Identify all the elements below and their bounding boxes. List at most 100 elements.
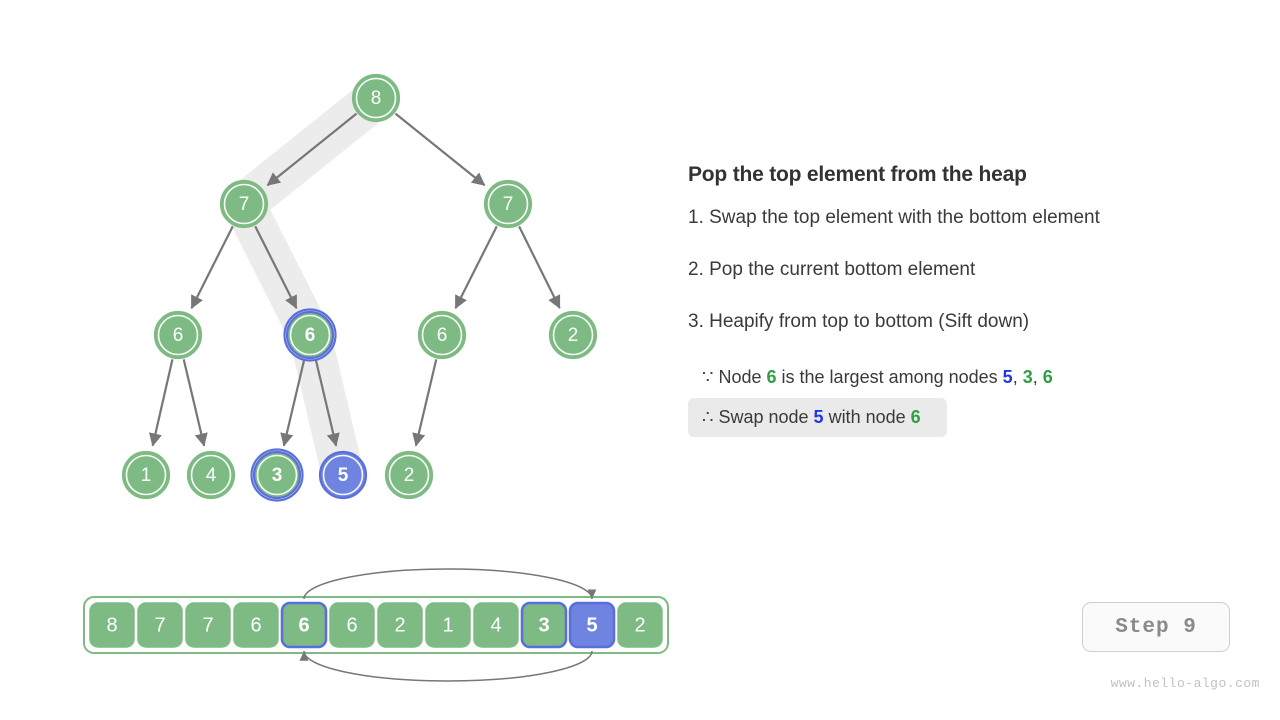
node-circle	[153, 310, 203, 360]
tree-node[interactable]: 8	[351, 73, 401, 123]
tree-node[interactable]: 7	[219, 179, 269, 229]
array-cell[interactable]: 6	[233, 602, 279, 648]
node-value: 7	[239, 194, 250, 215]
array-cell[interactable]: 6	[280, 601, 328, 649]
reason-sep-0: ,	[1012, 367, 1023, 387]
explanation-panel: Pop the top element from the heap 1. Swa…	[688, 162, 1248, 443]
tree-edge	[518, 225, 561, 309]
conclusion-prefix: Swap node	[718, 407, 814, 427]
array-cell-value: 6	[298, 615, 309, 637]
reason-because-line: ∵ Node 6 is the largest among nodes 5, 3…	[688, 362, 1065, 392]
node-circle	[483, 179, 533, 229]
array-cell[interactable]: 8	[89, 602, 135, 648]
node-inner-ring	[388, 454, 430, 496]
conclusion-middle: with node	[823, 407, 911, 427]
reason-candidate-1: 3	[1022, 367, 1033, 387]
array-cell-value: 6	[250, 615, 261, 637]
watermark: www.hello-algo.com	[1110, 676, 1260, 691]
node-value: 1	[141, 465, 152, 486]
tree-node[interactable]: 7	[483, 179, 533, 229]
conclusion-from-value: 5	[813, 407, 824, 427]
node-inner-ring	[125, 454, 167, 496]
tree-node[interactable]: 3	[250, 448, 304, 502]
tree-node[interactable]: 6	[283, 308, 337, 362]
node-value: 6	[437, 325, 448, 346]
node-value: 2	[404, 465, 415, 486]
array-cell[interactable]: 2	[617, 602, 663, 648]
reason-node-value: 6	[766, 367, 777, 387]
tree-edge	[190, 225, 234, 309]
step-badge: Step 9	[1082, 602, 1230, 652]
node-inner-ring	[322, 454, 364, 496]
node-inner-ring	[223, 183, 265, 225]
array-cell-box	[617, 602, 663, 648]
tree-node[interactable]: 2	[384, 450, 434, 500]
reason-prefix: Node	[718, 367, 767, 387]
node-inner-ring	[487, 183, 529, 225]
tree-edge	[394, 112, 486, 187]
conclusion-line: ∴ Swap node 5 with node 6	[688, 398, 947, 437]
array-cell-value: 7	[154, 615, 165, 637]
tree-node[interactable]: 4	[186, 450, 236, 500]
node-circle	[285, 310, 335, 360]
node-value: 3	[272, 465, 283, 486]
array-cell[interactable]: 5	[568, 601, 616, 649]
reason-candidate-2: 6	[1042, 367, 1053, 387]
array-cell-value: 1	[442, 615, 453, 637]
array-swap-arrows	[299, 568, 597, 682]
node-value: 6	[173, 325, 184, 346]
array-cell[interactable]: 4	[473, 602, 519, 648]
tree-node[interactable]: 1	[121, 450, 171, 500]
tree-node[interactable]: 2	[548, 310, 598, 360]
step-item-1: 1. Swap the top element with the bottom …	[688, 207, 1100, 228]
therefore-symbol: ∴	[702, 407, 714, 427]
array-cell-value: 3	[538, 615, 549, 637]
array-cell[interactable]: 3	[520, 601, 568, 649]
tree-node[interactable]: 5	[318, 450, 368, 500]
node-circle	[384, 450, 434, 500]
array-cell[interactable]: 6	[329, 602, 375, 648]
tree-edge	[254, 225, 298, 309]
node-circle	[351, 73, 401, 123]
array-cell-box	[185, 602, 231, 648]
node-inner-ring	[355, 77, 397, 119]
array-cell-value: 2	[394, 615, 405, 637]
node-circle	[318, 450, 368, 500]
tree-edge	[454, 225, 498, 309]
array-cell-value: 2	[634, 615, 645, 637]
tree-edge	[314, 359, 340, 447]
node-value: 7	[503, 194, 514, 215]
array-cell[interactable]: 7	[137, 602, 183, 648]
array-cell[interactable]: 1	[425, 602, 471, 648]
tree-node[interactable]: 6	[153, 310, 203, 360]
array-cell-box	[89, 602, 135, 648]
node-circle	[219, 179, 269, 229]
reason-middle: is the largest among nodes	[776, 367, 1003, 387]
tree-edge	[280, 359, 306, 447]
node-value: 2	[568, 325, 579, 346]
array-cell-value: 5	[586, 615, 597, 637]
tree-edge	[182, 359, 208, 447]
reason-sep-1: ,	[1032, 367, 1043, 387]
sift-down-path-highlight	[223, 77, 397, 496]
array-container	[83, 596, 669, 654]
node-value: 4	[206, 465, 217, 486]
array-cell[interactable]: 2	[377, 602, 423, 648]
node-circle	[417, 310, 467, 360]
tree-node[interactable]: 6	[417, 310, 467, 360]
conclusion-to-value: 6	[910, 407, 921, 427]
swap-arrow-backward	[299, 650, 593, 682]
array-cell-box	[233, 602, 279, 648]
array-cell-box	[280, 601, 328, 649]
step-item-2: 2. Pop the current bottom element	[688, 259, 976, 280]
tree-edges	[148, 112, 561, 447]
tree-edge	[266, 112, 358, 187]
array-cell-value: 7	[202, 615, 213, 637]
swap-arrow-forward	[303, 568, 597, 600]
array-cell[interactable]: 7	[185, 602, 231, 648]
array-cell-box	[425, 602, 471, 648]
array-cell-box	[377, 602, 423, 648]
reason-candidate-0: 5	[1002, 367, 1013, 387]
